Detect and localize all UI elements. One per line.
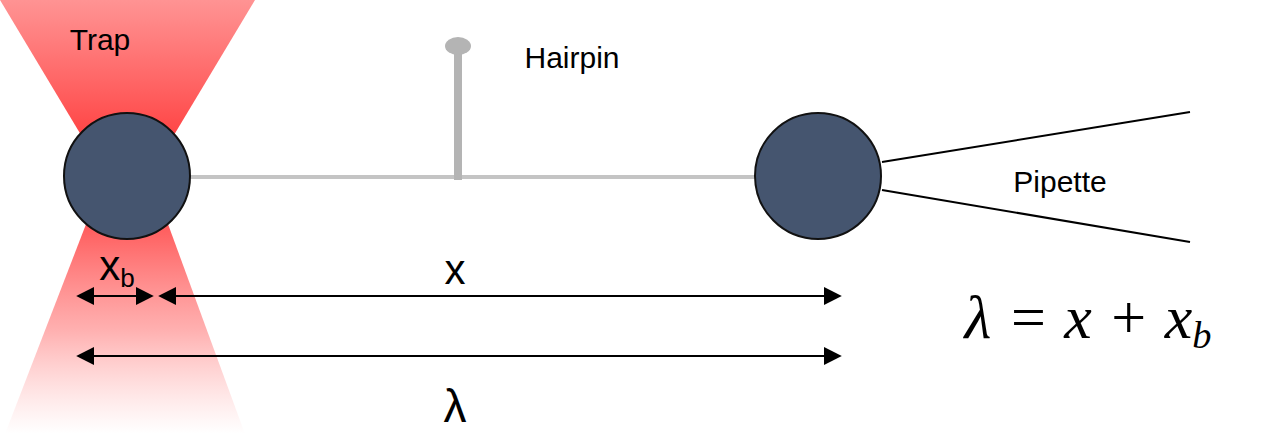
pipette-bead — [755, 113, 881, 239]
dimension-arrow — [78, 355, 840, 357]
tether — [190, 175, 756, 179]
label-text: x — [99, 242, 120, 289]
dimension-arrow — [160, 295, 840, 297]
part-label: Hairpin — [524, 43, 619, 73]
dimension-label: x — [445, 249, 466, 291]
dimension-arrow — [78, 295, 152, 297]
pipette-wall — [882, 112, 1190, 162]
hairpin-stem — [454, 48, 462, 180]
trapped-bead — [64, 113, 190, 239]
pipette-wall — [882, 190, 1190, 242]
part-label: Trap — [70, 25, 131, 55]
part-label: Pipette — [1013, 167, 1106, 197]
dimension-label: xb — [99, 245, 134, 291]
equation: λ = x + xb — [965, 286, 1212, 354]
subscript: b — [1192, 314, 1211, 356]
hairpin-loop — [445, 37, 471, 55]
label-text: λ = x + x — [965, 283, 1193, 351]
subscript: b — [120, 263, 134, 293]
dimension-label: λ — [444, 383, 467, 429]
